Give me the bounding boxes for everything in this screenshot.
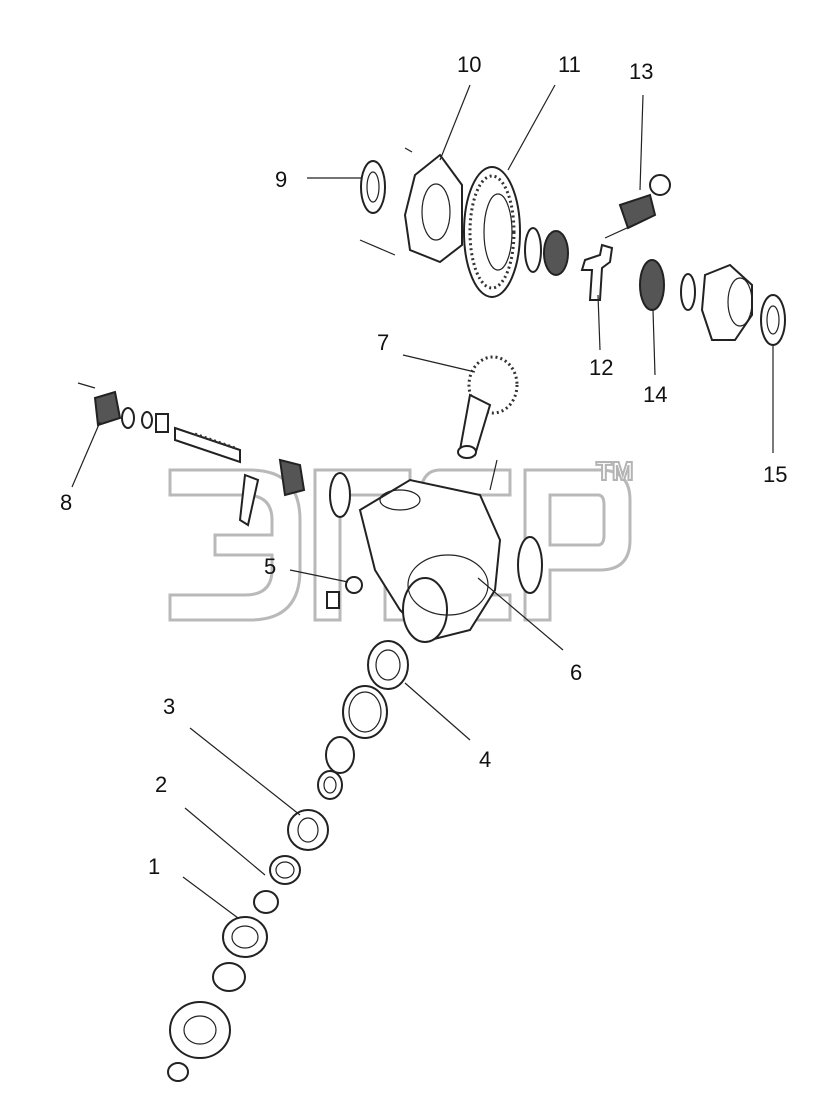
callout-10: 10 <box>457 52 481 77</box>
part-14-gear <box>639 259 696 311</box>
callout-8: 8 <box>60 490 72 515</box>
callout-11: 11 <box>558 52 581 77</box>
part-sleeve <box>317 736 355 800</box>
callout-12: 12 <box>589 355 613 380</box>
callout-14: 14 <box>643 382 667 407</box>
part-ring-large <box>342 685 388 739</box>
part-4-bearing <box>367 640 409 690</box>
callout-5: 5 <box>264 554 276 579</box>
part-housing-right <box>700 263 753 341</box>
callout-1: 1 <box>148 854 160 879</box>
part-13-satellites <box>604 174 671 239</box>
part-1-bearing <box>222 916 268 958</box>
part-10-housing-half <box>359 147 463 264</box>
part-15-bearing <box>760 294 786 346</box>
part-2-ring <box>253 855 301 914</box>
part-pinion-gears <box>524 227 569 276</box>
part-9-bearing <box>360 160 386 214</box>
part-3-bearing <box>287 809 329 851</box>
part-7-pinion <box>457 355 519 459</box>
callout-13: 13 <box>629 59 653 84</box>
part-flange <box>167 962 246 1082</box>
callout-7: 7 <box>377 330 389 355</box>
part-6-housing <box>238 458 543 643</box>
callout-6: 6 <box>570 660 582 685</box>
trademark-text: TM <box>596 456 634 486</box>
part-8-assembly <box>77 382 241 464</box>
part-5-washer <box>326 576 363 609</box>
part-11-ring-gear <box>463 166 521 298</box>
callout-9: 9 <box>275 167 287 192</box>
callout-2: 2 <box>155 772 167 797</box>
callout-15: 15 <box>763 462 787 487</box>
callout-3: 3 <box>163 694 175 719</box>
part-12-cross <box>580 243 614 301</box>
leader-lines <box>71 84 774 919</box>
callout-4: 4 <box>479 747 491 772</box>
